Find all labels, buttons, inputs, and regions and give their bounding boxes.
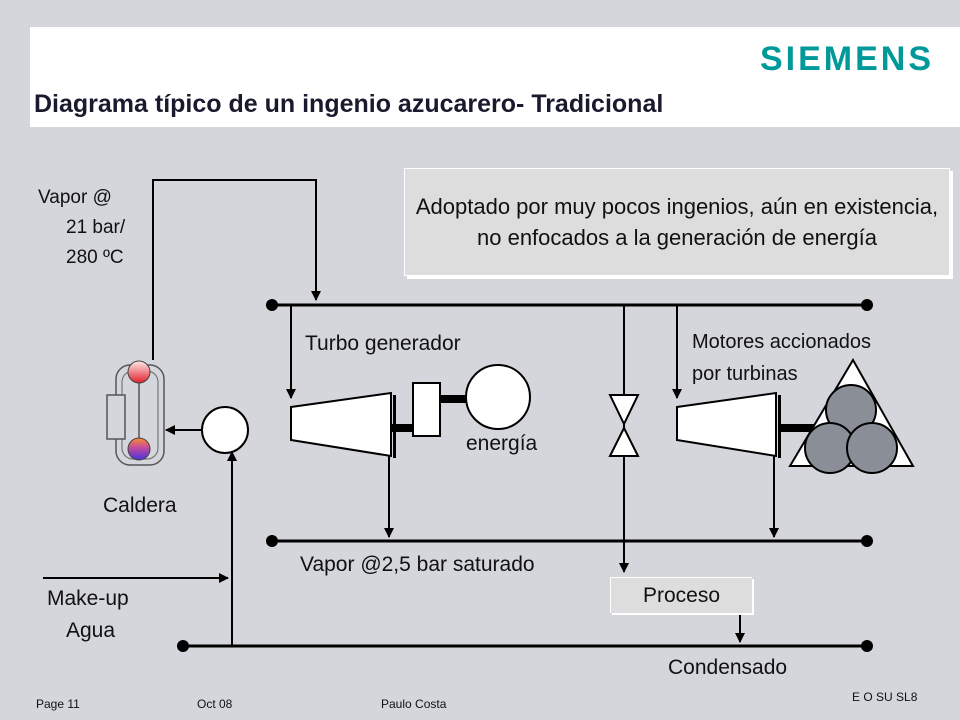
condensate-header — [177, 640, 873, 652]
generator — [465, 364, 531, 430]
steam-condition-label-1: Vapor @ — [38, 187, 112, 208]
feed-pump — [201, 406, 249, 454]
makeup-label-2: Agua — [66, 619, 116, 642]
drive-shaft — [780, 424, 820, 432]
process-box: Proceso — [610, 577, 752, 613]
turbo-generator-turbine — [290, 391, 392, 458]
boiler — [106, 360, 165, 466]
drive-turbine — [676, 391, 777, 458]
drive-turbines-label-2: por turbinas — [692, 363, 798, 385]
header-band — [30, 27, 960, 127]
footer-code: E O SU SL8 — [852, 690, 918, 704]
steam-drum — [127, 360, 151, 384]
boiler-label: Caldera — [103, 494, 177, 517]
energy-label: energía — [466, 432, 538, 455]
steam-condition-label-2: 21 bar/ — [66, 217, 126, 238]
condensate-label: Condensado — [668, 656, 788, 679]
steam-condition-label-3: 280 ºC — [66, 247, 124, 268]
hp-steam-header — [266, 299, 873, 311]
steam-supply-line — [152, 179, 321, 360]
makeup-label-1: Make-up — [47, 587, 129, 610]
turbo-generator-label: Turbo generador — [305, 332, 461, 355]
footer-date: Oct 08 — [197, 697, 233, 711]
note-callout: Adoptado por muy pocos ingenios, aún en … — [404, 168, 950, 276]
water-drum — [127, 437, 151, 461]
lp-steam-label: Vapor @2,5 bar saturado — [300, 553, 535, 576]
page-title: Diagrama típico de un ingenio azucarero-… — [34, 90, 664, 118]
drive-turbines-label-1: Motores accionados — [692, 331, 871, 353]
turbine-shaft — [392, 424, 414, 432]
footer-author: Paulo Costa — [381, 697, 447, 711]
gearbox — [412, 382, 441, 437]
siemens-logo: SIEMENS — [760, 40, 935, 78]
lp-steam-header — [266, 535, 873, 547]
footer-page: Page 11 — [36, 697, 80, 711]
mill-drives — [788, 358, 915, 474]
reducing-valve — [608, 394, 640, 457]
